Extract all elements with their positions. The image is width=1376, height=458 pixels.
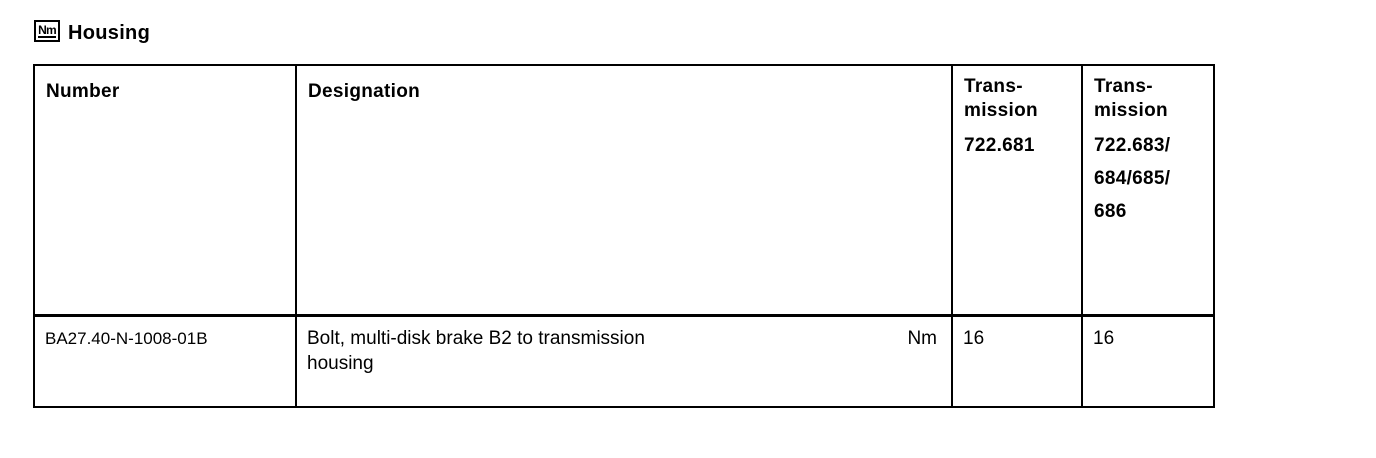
unit-label: Nm <box>907 328 937 349</box>
document-number-link[interactable]: BA27.40-N-1008-01B <box>45 329 208 348</box>
cell-number: BA27.40-N-1008-01B <box>33 314 297 408</box>
torque-spec-table: Number Designation Trans- mission 722.68… <box>33 64 1215 408</box>
header-transmission-722-681: Trans- mission 722.681 <box>951 64 1083 317</box>
cell-trans1-value: 16 <box>951 314 1083 408</box>
section-title: Housing <box>68 21 151 44</box>
table-row: BA27.40-N-1008-01B Bolt, multi-disk brak… <box>33 314 1215 408</box>
cell-designation: Bolt, multi-disk brake B2 to transmissio… <box>295 314 953 408</box>
header-number: Number <box>33 64 297 317</box>
header-transmission-722-683: Trans- mission 722.683/ 684/685/ 686 <box>1081 64 1215 317</box>
torque-nm-icon: Nm <box>34 20 60 42</box>
table-header-row: Number Designation Trans- mission 722.68… <box>33 64 1215 317</box>
section-heading: Nm Housing <box>34 18 150 48</box>
cell-trans2-value: 16 <box>1081 314 1215 408</box>
header-designation: Designation <box>295 64 953 317</box>
